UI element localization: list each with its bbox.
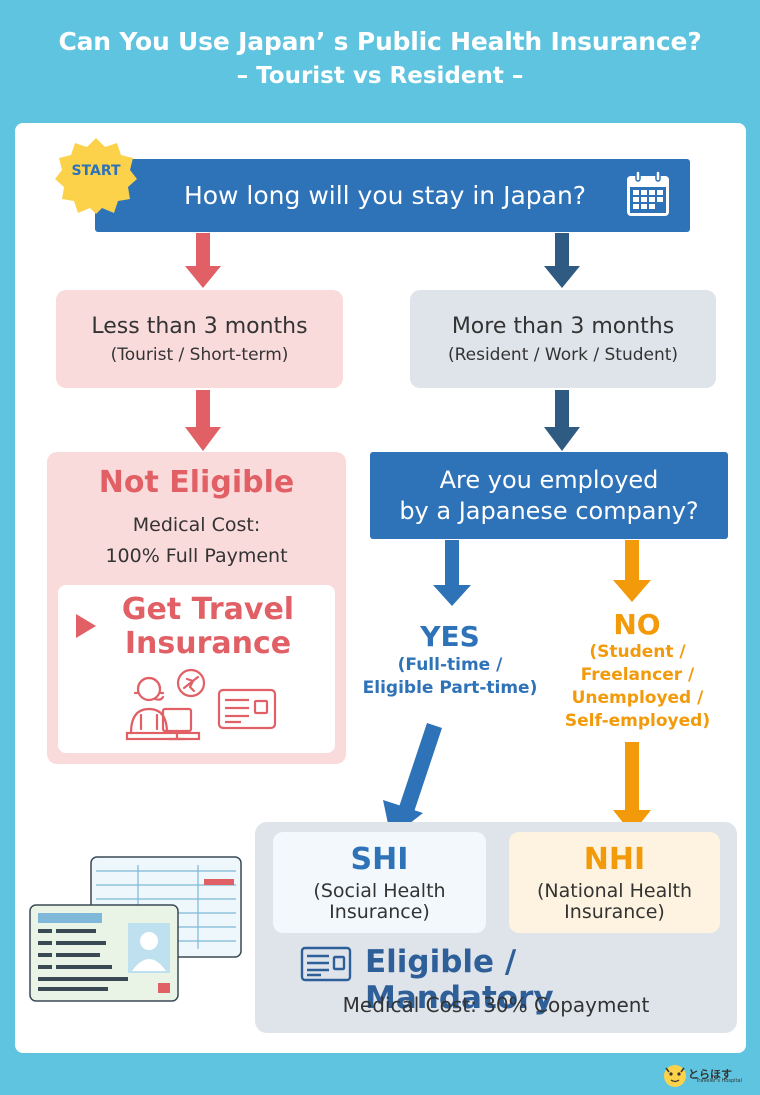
- travel-insurance-line1: Get Travel: [121, 592, 295, 627]
- arrow-to-yes: [433, 540, 471, 606]
- question-employment-line1: Are you employed: [439, 465, 659, 494]
- nhi-heading: NHI: [583, 842, 646, 877]
- arrow-to-long-stay: [544, 233, 580, 288]
- arrow-to-short-stay: [185, 233, 221, 288]
- question-employment-line2: by a Japanese company?: [399, 496, 699, 525]
- logo-text: とらほす: [688, 1068, 732, 1081]
- no-detail-line2: Freelancer /: [580, 665, 695, 685]
- page-subtitle: – Tourist vs Resident –: [236, 63, 524, 89]
- insurance-cards-illustration: [29, 856, 242, 1002]
- no-label: NO: [613, 608, 661, 641]
- nhi-box: [509, 832, 720, 933]
- short-stay-box: Less than 3 months (Tourist / Short-term…: [56, 290, 343, 388]
- nhi-detail-line2: Insurance): [564, 901, 665, 923]
- torahos-logo: [664, 1065, 686, 1087]
- eligible-heading: Eligible / Mandatory: [365, 944, 554, 1016]
- travel-insurance-line2: Insurance: [124, 626, 292, 661]
- long-stay-title: More than 3 months: [451, 313, 675, 339]
- insurance-ticket-icon: [217, 688, 277, 730]
- arrow-to-no: [613, 540, 651, 602]
- shi-detail-line1: (Social Health: [313, 880, 446, 902]
- not-eligible-heading: Not Eligible: [98, 465, 295, 500]
- question-stay-duration-text: How long will you stay in Japan?: [183, 181, 587, 210]
- arrow-yes-to-shi: [383, 723, 442, 838]
- not-eligible-cost-value: 100% Full Payment: [105, 545, 288, 567]
- yes-detail-line1: (Full-time /: [397, 655, 503, 675]
- shi-detail-line2: Insurance): [329, 901, 430, 923]
- start-badge-icon: [55, 138, 137, 214]
- nhi-detail-line1: (National Health: [536, 880, 692, 902]
- logo-subtext: Traveler's Hospital: [696, 1078, 742, 1084]
- not-eligible-cost-label: Medical Cost:: [132, 514, 261, 536]
- no-detail-line4: Self-employed): [564, 711, 711, 731]
- calendar-icon: [627, 170, 669, 216]
- yes-label: YES: [420, 620, 480, 653]
- shi-heading: SHI: [350, 842, 409, 877]
- no-detail-line1: (Student /: [589, 642, 686, 662]
- start-label: START: [71, 163, 121, 179]
- short-stay-subtitle: (Tourist / Short-term): [110, 344, 289, 365]
- travel-agent-icon: [125, 668, 206, 741]
- arrow-to-not-eligible: [185, 390, 221, 451]
- no-detail-line3: Unemployed /: [571, 688, 704, 708]
- long-stay-subtitle: (Resident / Work / Student): [447, 344, 679, 365]
- arrow-to-question2: [544, 390, 580, 451]
- short-stay-title: Less than 3 months: [91, 313, 308, 339]
- shi-box: [273, 832, 486, 933]
- travel-insurance-card: [58, 585, 335, 753]
- yes-detail-line2: Eligible Part-time): [362, 678, 538, 698]
- arrow-no-to-nhi: [613, 742, 651, 834]
- insurance-card-icon: [300, 946, 352, 982]
- eligible-cost: Medical Cost: 30% Copayment: [342, 993, 650, 1017]
- question-stay-duration: How long will you stay in Japan?: [95, 159, 690, 232]
- play-triangle-icon: [76, 614, 96, 638]
- question-employment: Are you employed by a Japanese company?: [370, 452, 728, 539]
- long-stay-box: More than 3 months (Resident / Work / St…: [410, 290, 716, 388]
- front-card: [29, 904, 179, 1002]
- page-title: Can You Use Japan’ s Public Health Insur…: [58, 27, 702, 56]
